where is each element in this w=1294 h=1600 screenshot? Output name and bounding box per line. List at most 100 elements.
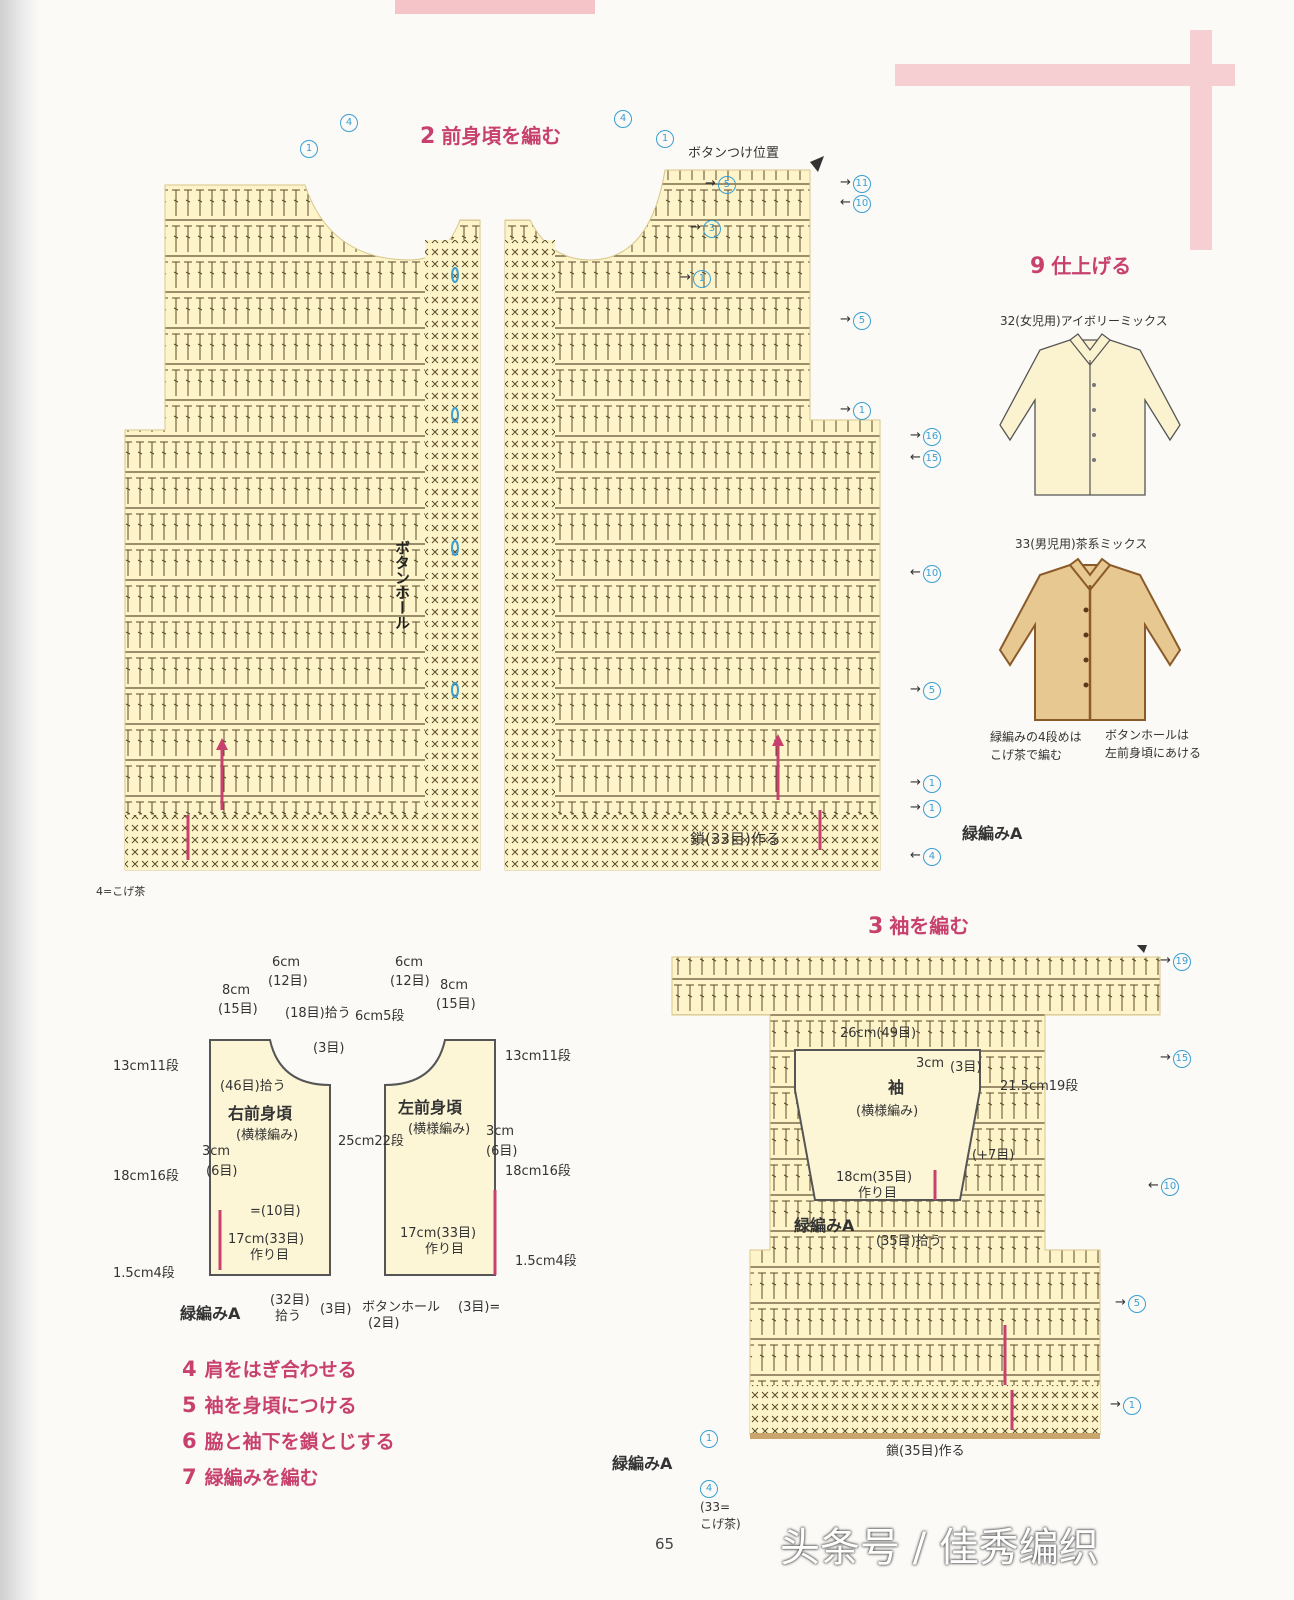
step-6-text: 脇と袖下を鎖とじする [204,1431,395,1453]
buttonhole-vertical-label: ボタンホール [393,540,411,630]
row-mark-5-num: 5 [852,312,871,330]
chart-start-mark [810,156,824,172]
top-mark-1-left: 1 [300,136,318,158]
row-mark-16: →16 [910,428,941,446]
pink-vertical-band [1190,30,1212,250]
button-icon [1092,383,1096,387]
pick-46: (46目)拾う [220,1079,286,1094]
arrow-icon: → [705,176,716,191]
button-icon [1083,632,1089,638]
button-icon [1092,458,1096,462]
row-mark-5b-num: 5 [922,682,941,700]
sleeve-edge-row-1: 1 [700,1430,718,1448]
top-mark-4-right: 4 [614,106,632,128]
schematic-buttonhole: ボタンホール [362,1300,441,1315]
make-right: 作り目 [250,1248,290,1263]
three-b: (3目) [320,1302,352,1317]
sleeve-row-1: →1 [1110,1397,1141,1415]
step-7-text: 緑編みを編む [204,1467,319,1489]
dim-6cm-left: 6cm [395,955,424,970]
front-heading-text: 前身頃を編む [441,124,562,148]
page-number: 65 [655,1535,675,1553]
row-mark-10b: ←10 [910,565,941,583]
sleeve-row-10-num: 10 [1160,1178,1179,1196]
dim-6cm-right: 6cm [272,955,301,970]
step-5-text: 袖を身頃につける [204,1395,357,1417]
sleeve-schematic [794,1049,981,1201]
ten-stitches: =(10目) [250,1204,301,1219]
sleeve-edge-row-4: 4 [700,1480,718,1498]
sleeve-row-5-num: 5 [1127,1295,1146,1313]
arrow-left-icon: ← [910,848,921,863]
sleeve-edging2: 緑編みA [612,1454,673,1473]
boy-caption: 33(男児用)茶系ミックス [1015,537,1148,551]
side-6cm5: 6cm5段 [355,1009,405,1024]
two-stitches: (2目) [368,1316,400,1331]
arrow-left-icon: ← [910,450,921,465]
row-mark-1-num: 1 [852,402,871,420]
step-7-num: 7 [182,1465,197,1489]
finish-note-left-1: 緑編みの4段めは [990,730,1082,744]
row-mark-15-num: 15 [922,450,941,468]
pick-word: 拾う [275,1309,302,1324]
front-chart-svg [124,156,881,871]
girl-cardigan-illustration [999,333,1181,496]
len-25: 25cm22段 [338,1134,404,1149]
len-18-right: 18cm16段 [113,1169,179,1184]
row-mark-4-num: 4 [922,848,941,866]
step-4-num: 4 [182,1357,197,1381]
front-legend: 4=こげ茶 [96,885,146,898]
left-front-hem-band [555,815,880,870]
finish-heading-number: 9 [1030,254,1046,279]
row-mark-11: →11 [840,175,871,193]
len-13-right: 13cm11段 [113,1059,179,1074]
w17-right: 17cm(33目) [228,1232,305,1247]
sleeve-edge-row-1-num: 1 [700,1430,718,1448]
sleeve-legend-2: こげ茶) [700,1517,741,1531]
dim-8cm-right: 8cm [222,983,251,998]
boy-cardigan-illustration [998,557,1182,721]
step-7: 7 緑編みを編む [182,1463,395,1490]
arrowhead-3 [772,734,784,746]
c6-right: (6目) [206,1164,238,1179]
arrow-icon: → [840,175,851,190]
finish-note-right-2: 左前身頃にあける [1105,746,1202,760]
sleeve-plus7: (+7目) [972,1148,1015,1163]
step-4: 4 肩をはぎ合わせる [182,1355,395,1382]
buttonhole-mark-4 [451,682,459,698]
w17-left: 17cm(33目) [400,1226,477,1241]
sleeve-row-15: →15 [1160,1050,1191,1068]
top-mark-1-right-num: 1 [656,130,674,148]
row-mark-4: ←4 [910,848,941,866]
row-mark-11-num: 11 [852,175,871,193]
top-tab [395,0,595,14]
button-icon [1083,657,1089,663]
sleeve-edging: 緑編みA [794,1216,855,1235]
button-icon [1083,682,1089,688]
right-front-hem-band [125,815,480,870]
front-edging-label: 緑編みA [962,824,1023,843]
c6-left: (6目) [486,1144,518,1159]
top-mark-4-left: 4 [340,110,358,132]
len-1-5-left: 1.5cm4段 [515,1254,577,1269]
top-mark-4-left-num: 4 [340,114,358,132]
inner-mark-3: →3 [690,220,721,238]
step-4-text: 肩をはぎ合わせる [204,1359,357,1381]
inner-mark-3-num: 3 [702,220,721,238]
sleeve-row-5: →5 [1115,1295,1146,1313]
button-icon [1092,408,1096,412]
arrow-icon: → [1160,953,1171,968]
pink-band [895,64,1235,86]
row-mark-10-num: 10 [852,195,871,213]
sleeve-make: 作り目 [858,1186,898,1201]
button-icon [1092,433,1096,437]
row-mark-10b-num: 10 [922,565,941,583]
arrow-left-icon: ← [840,195,851,210]
sleeve-hem-band [750,1385,1100,1435]
sleeve-pick35: (35目)拾う [876,1234,942,1249]
